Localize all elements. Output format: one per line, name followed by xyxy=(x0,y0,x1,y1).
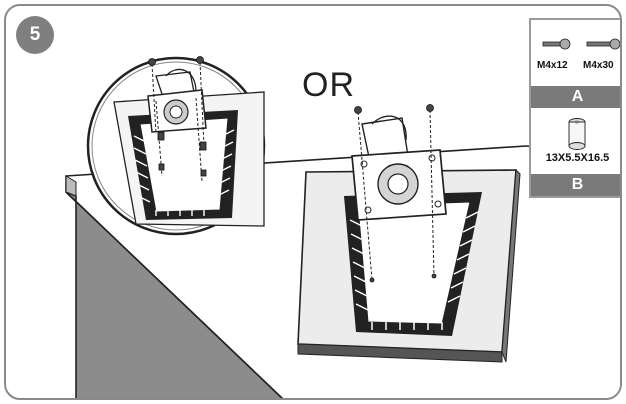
detail-magnifier xyxy=(86,56,266,236)
monitor-back xyxy=(297,168,521,363)
part-a-label: A xyxy=(531,86,620,108)
short-screw-icon xyxy=(542,38,571,50)
part-a-section: M4x12 M4x30 A xyxy=(531,20,620,108)
part-b-label: B xyxy=(531,174,620,196)
screw-icons xyxy=(542,38,620,50)
assembly-illustration xyxy=(65,56,620,398)
desk-side-strip xyxy=(65,175,77,197)
parts-legend: M4x12 M4x30 A 13X5.5X16.5 B xyxy=(529,18,620,198)
spacer-icon xyxy=(568,118,586,150)
vesa-bracket xyxy=(351,115,447,221)
long-screw-icon xyxy=(586,38,620,50)
instruction-frame: 5 OR M4x12 M4x30 A xyxy=(4,4,622,400)
or-label: OR xyxy=(302,66,355,104)
part-b-section: 13X5.5X16.5 B xyxy=(531,108,620,196)
screw-label-m4x12: M4x12 xyxy=(537,60,568,71)
spacer-label: 13X5.5X16.5 xyxy=(545,152,610,164)
step-number-badge: 5 xyxy=(16,16,54,54)
screw-label-m4x30: M4x30 xyxy=(583,60,614,71)
